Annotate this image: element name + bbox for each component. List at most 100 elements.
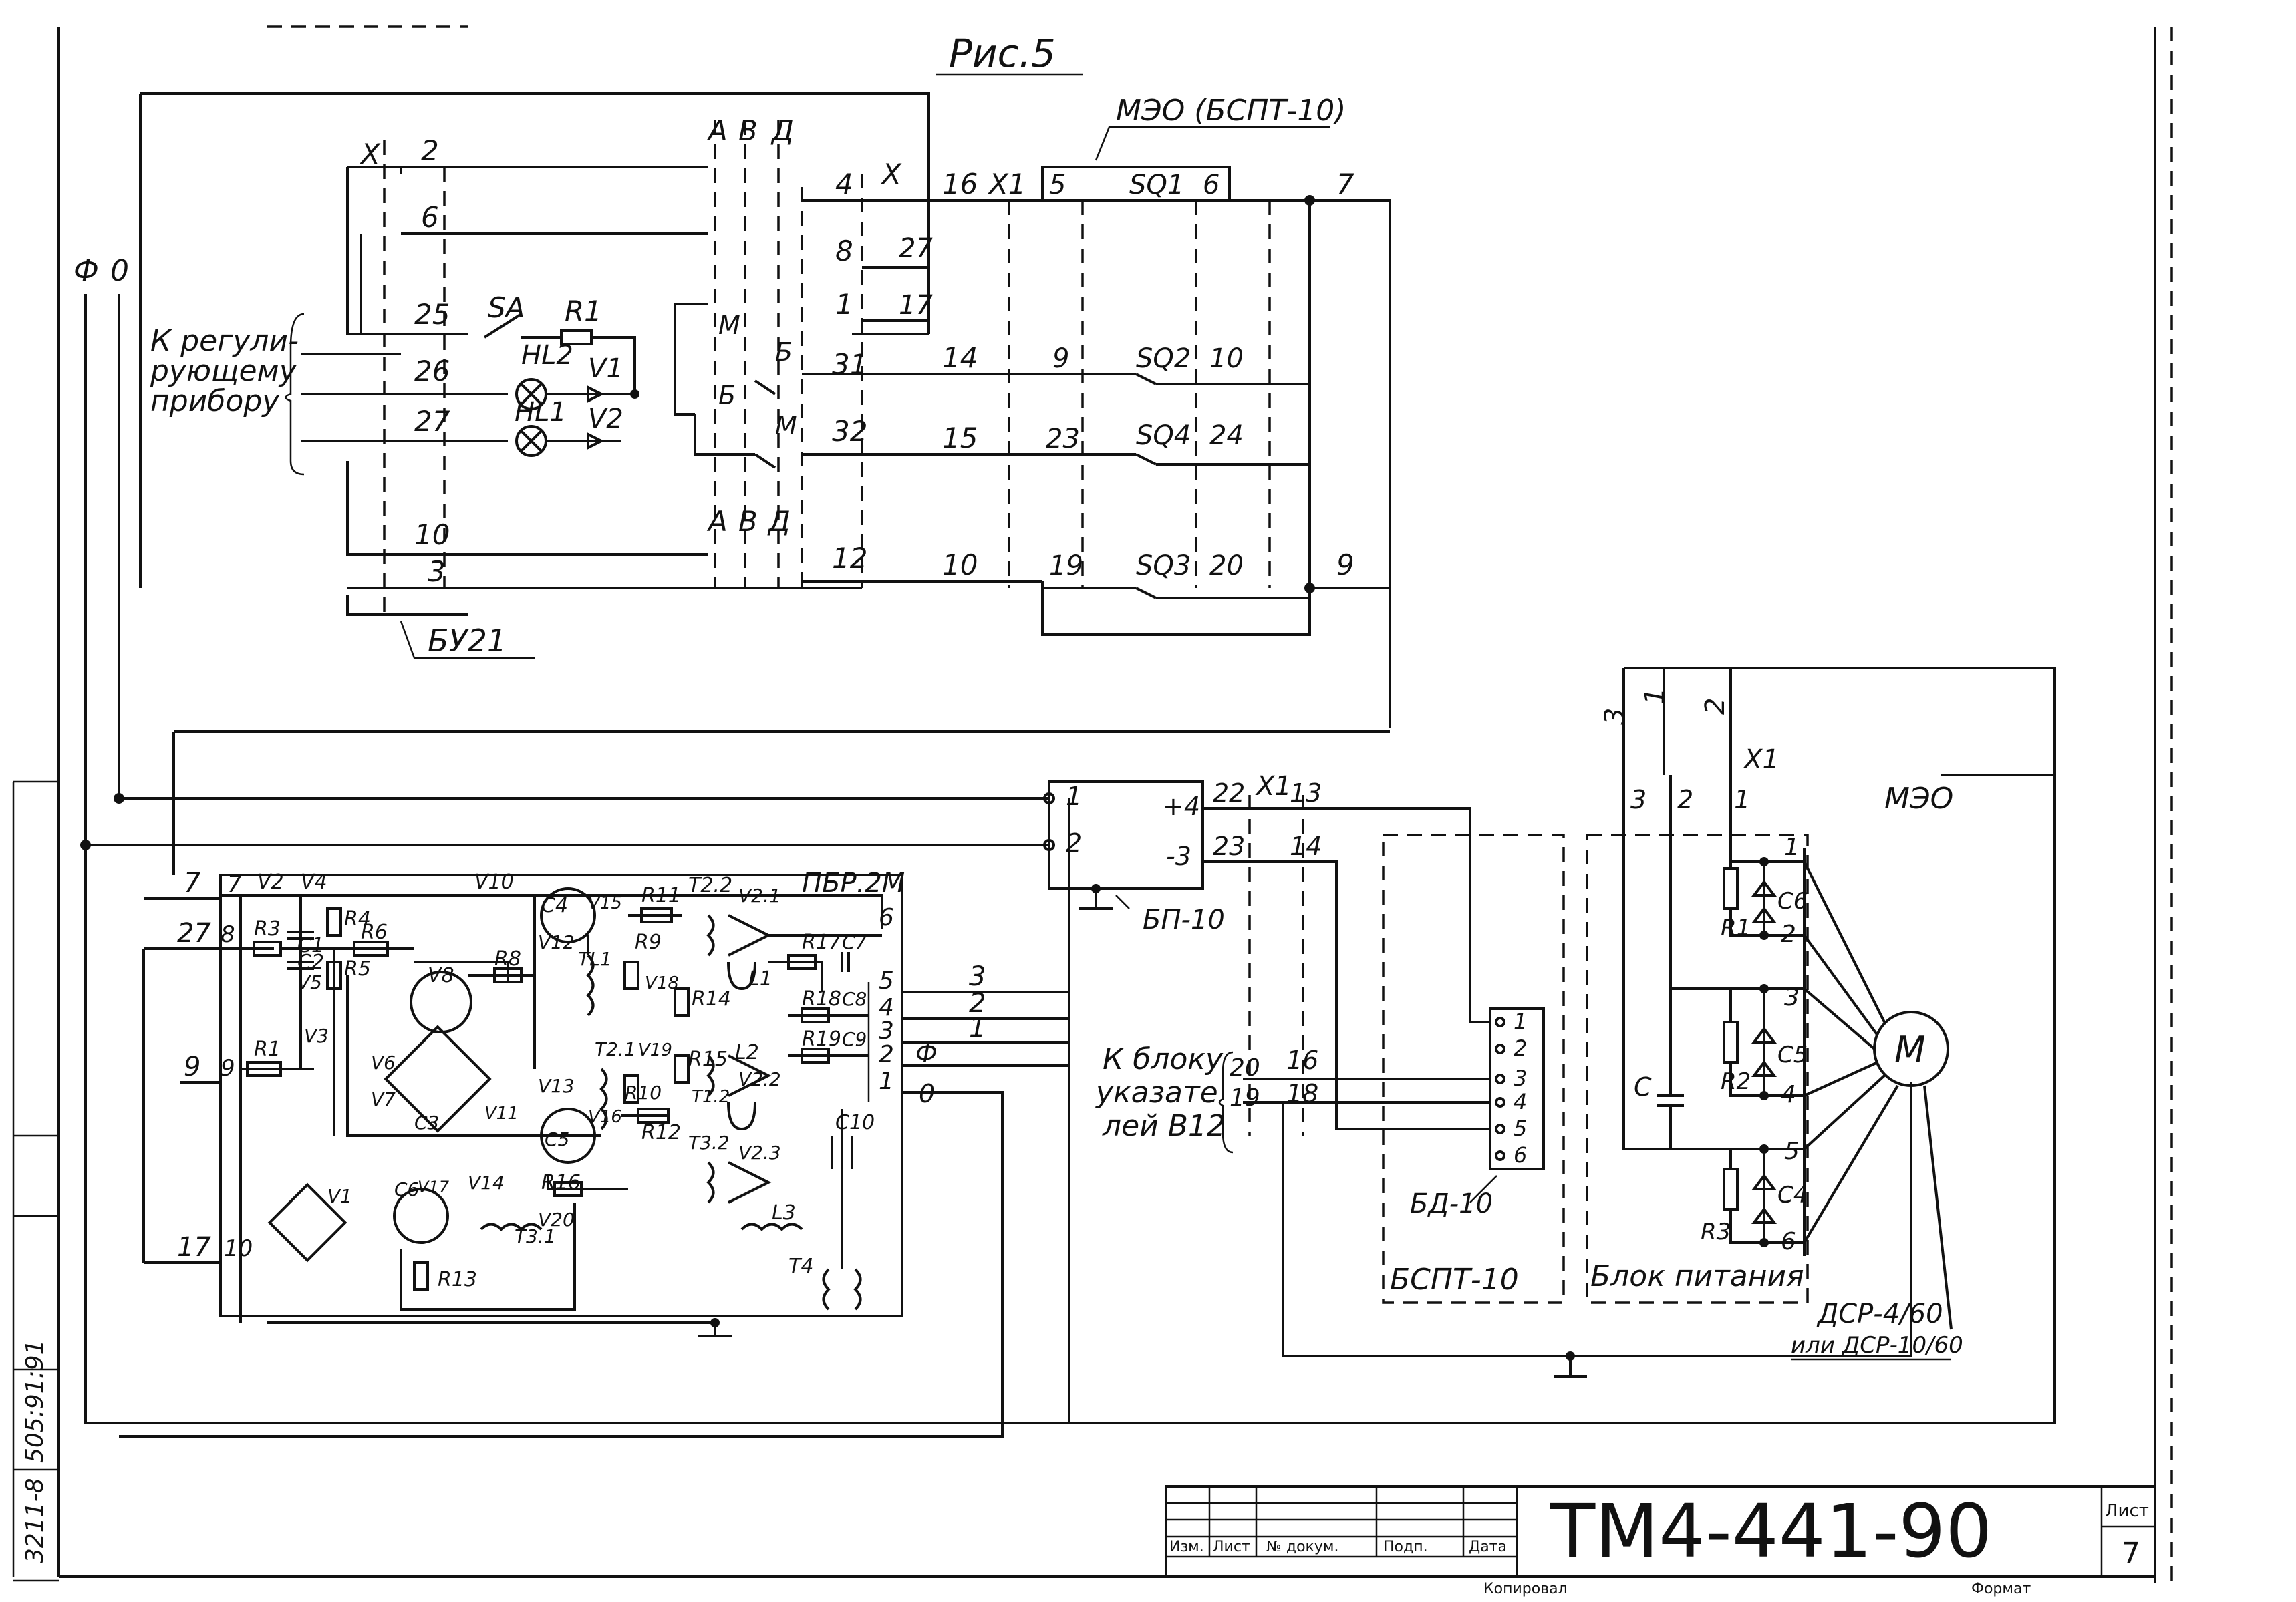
- indicator-wire-20: 20: [1230, 1054, 1260, 1082]
- amp-c-r11: R11: [641, 884, 681, 907]
- amp-c-r17: R17: [802, 931, 841, 954]
- meo-mpin-2: 2: [1781, 921, 1796, 948]
- x1-mid-13: 13: [1290, 778, 1322, 808]
- tb-col-list: Лист: [1213, 1539, 1250, 1555]
- amp-c-r8: R8: [494, 947, 521, 971]
- amp-right-5: 5: [879, 967, 894, 995]
- bd10-pin-1: 1: [1514, 1009, 1527, 1034]
- sw-term-20: 20: [1209, 550, 1244, 581]
- amp-c-r12: R12: [641, 1121, 681, 1144]
- meo-top-wire-2: 2: [1700, 698, 1731, 715]
- amp-c-c8: C8: [842, 988, 867, 1010]
- motor-type-1: ДСР-4/60: [1816, 1299, 1943, 1329]
- amp-wire-0: 0: [919, 1079, 935, 1108]
- meo-c5: C5: [1777, 1042, 1808, 1068]
- amp-c-v5: V5: [297, 971, 322, 993]
- bp10-out-m3: -3: [1166, 842, 1191, 871]
- bspt-label: БСПТ-10: [1390, 1263, 1519, 1297]
- wire-27-upper: 27: [899, 233, 933, 264]
- x1-mid-18: 18: [1286, 1079, 1318, 1108]
- amp-wire-1: 1: [969, 1013, 986, 1044]
- comp-hl1: HL1: [515, 397, 567, 428]
- amp-c-c7: C7: [842, 931, 867, 953]
- meo-top-wire-3: 3: [1600, 708, 1630, 725]
- power-block-box: [1586, 834, 1809, 1304]
- meo-r2: R2: [1721, 1068, 1751, 1095]
- term-31: 31: [832, 348, 867, 381]
- indicator-wire-19: 19: [1230, 1084, 1260, 1112]
- sw-term-24: 24: [1209, 420, 1244, 451]
- bp10-wire-23: 23: [1213, 832, 1245, 861]
- pos-b-top: В: [738, 114, 758, 147]
- indicator-text-1: К блоку: [1103, 1042, 1224, 1076]
- regulator-label-1: К регули-: [150, 324, 299, 358]
- sq1-body: [1041, 166, 1231, 202]
- tb-bottom-right: Формат: [1971, 1581, 2031, 1597]
- amp-node-8: 8: [221, 921, 235, 948]
- meo-mpin-3: 3: [1784, 984, 1800, 1011]
- x-label: X: [360, 138, 381, 170]
- amp-c-r13: R13: [438, 1268, 477, 1291]
- meo-mpin-4: 4: [1781, 1081, 1796, 1108]
- meo-cap-label: C: [1634, 1072, 1652, 1102]
- term-8: 8: [835, 234, 853, 267]
- amp-c-r4: R4: [344, 907, 371, 931]
- wire-7: 7: [1336, 168, 1354, 200]
- meo-mpin-5: 5: [1784, 1138, 1800, 1165]
- meo-mpin-1: 1: [1784, 834, 1800, 861]
- x1-label-upper: X1: [988, 168, 1026, 200]
- amp-c-v20: V20: [538, 1209, 575, 1231]
- term-4: 4: [835, 168, 853, 200]
- amp-node-7: 7: [227, 871, 242, 898]
- amp-c-l3: L3: [772, 1201, 796, 1225]
- amp-c-tl1: TL1: [578, 948, 612, 970]
- comp-v2: V2: [588, 404, 623, 434]
- sw-sq4: SQ4: [1136, 420, 1191, 451]
- amp-c-t21: T2.1: [595, 1038, 636, 1060]
- amp-c-t4: T4: [788, 1255, 813, 1278]
- amp-c-v3: V3: [304, 1025, 329, 1047]
- actuator-label: МЭО (БСПТ-10): [1116, 94, 1346, 128]
- middle-section: X1 13 14 16 18 БСПТ-10 1 2 3 4 5 6 БД-10: [1243, 771, 1912, 1378]
- pos-a-bot: А: [706, 505, 728, 538]
- amp-c-r16: R16: [541, 1171, 581, 1194]
- meo-r3: R3: [1701, 1219, 1731, 1245]
- tb-col-doc: № докум.: [1266, 1539, 1338, 1555]
- x1-mid-label: X1: [1255, 771, 1292, 802]
- tb-sheet-label: Лист: [2105, 1501, 2149, 1521]
- pos-b-bot: В: [738, 505, 758, 538]
- amp-right-2: 2: [879, 1041, 894, 1068]
- comp-r1: R1: [565, 295, 602, 327]
- amp-left-7: 7: [184, 868, 201, 899]
- v1-bridge-icon: [267, 1182, 347, 1263]
- amp-c-r18: R18: [802, 987, 841, 1011]
- mode-b-2: Б: [775, 337, 793, 367]
- amp-c-l1: L1: [748, 967, 772, 991]
- wire-17-upper: 17: [899, 290, 933, 321]
- amp-c-v17: V17: [418, 1178, 450, 1196]
- meo-r1: R1: [1721, 915, 1751, 941]
- amp-c-v18: V18: [645, 973, 679, 993]
- sw-sq3: SQ3: [1136, 550, 1191, 581]
- bd10-pin-5: 5: [1514, 1116, 1527, 1141]
- term-32: 32: [832, 415, 867, 448]
- amp-wire-3: 3: [969, 961, 986, 992]
- x1-mid-16: 16: [1286, 1046, 1318, 1075]
- bd10-pin-4: 4: [1514, 1089, 1527, 1114]
- amp-c-t31: T3.1: [515, 1225, 556, 1247]
- amp-c-t22: T2.2: [688, 874, 732, 897]
- meo-pin-1: 1: [1734, 785, 1750, 814]
- wire-14: 14: [942, 341, 978, 374]
- meo-c4: C4: [1777, 1182, 1808, 1209]
- amp-wire-2: 2: [969, 988, 986, 1019]
- sw-term-6: 6: [1203, 170, 1219, 200]
- amp-c-v8: V8: [428, 964, 454, 987]
- amp-c-r6: R6: [361, 921, 388, 944]
- mode-m-2: М: [775, 411, 797, 440]
- amp-c-r10: R10: [625, 1082, 662, 1104]
- title-block: Изм. Лист № докум. Подп. Дата ТМ4-441-90…: [1165, 1485, 2156, 1597]
- comp-hl2: HL2: [521, 340, 573, 371]
- amp-c-v15: V15: [588, 893, 622, 913]
- amp-left-17: 17: [177, 1232, 211, 1263]
- amp-c-v16: V16: [588, 1107, 622, 1127]
